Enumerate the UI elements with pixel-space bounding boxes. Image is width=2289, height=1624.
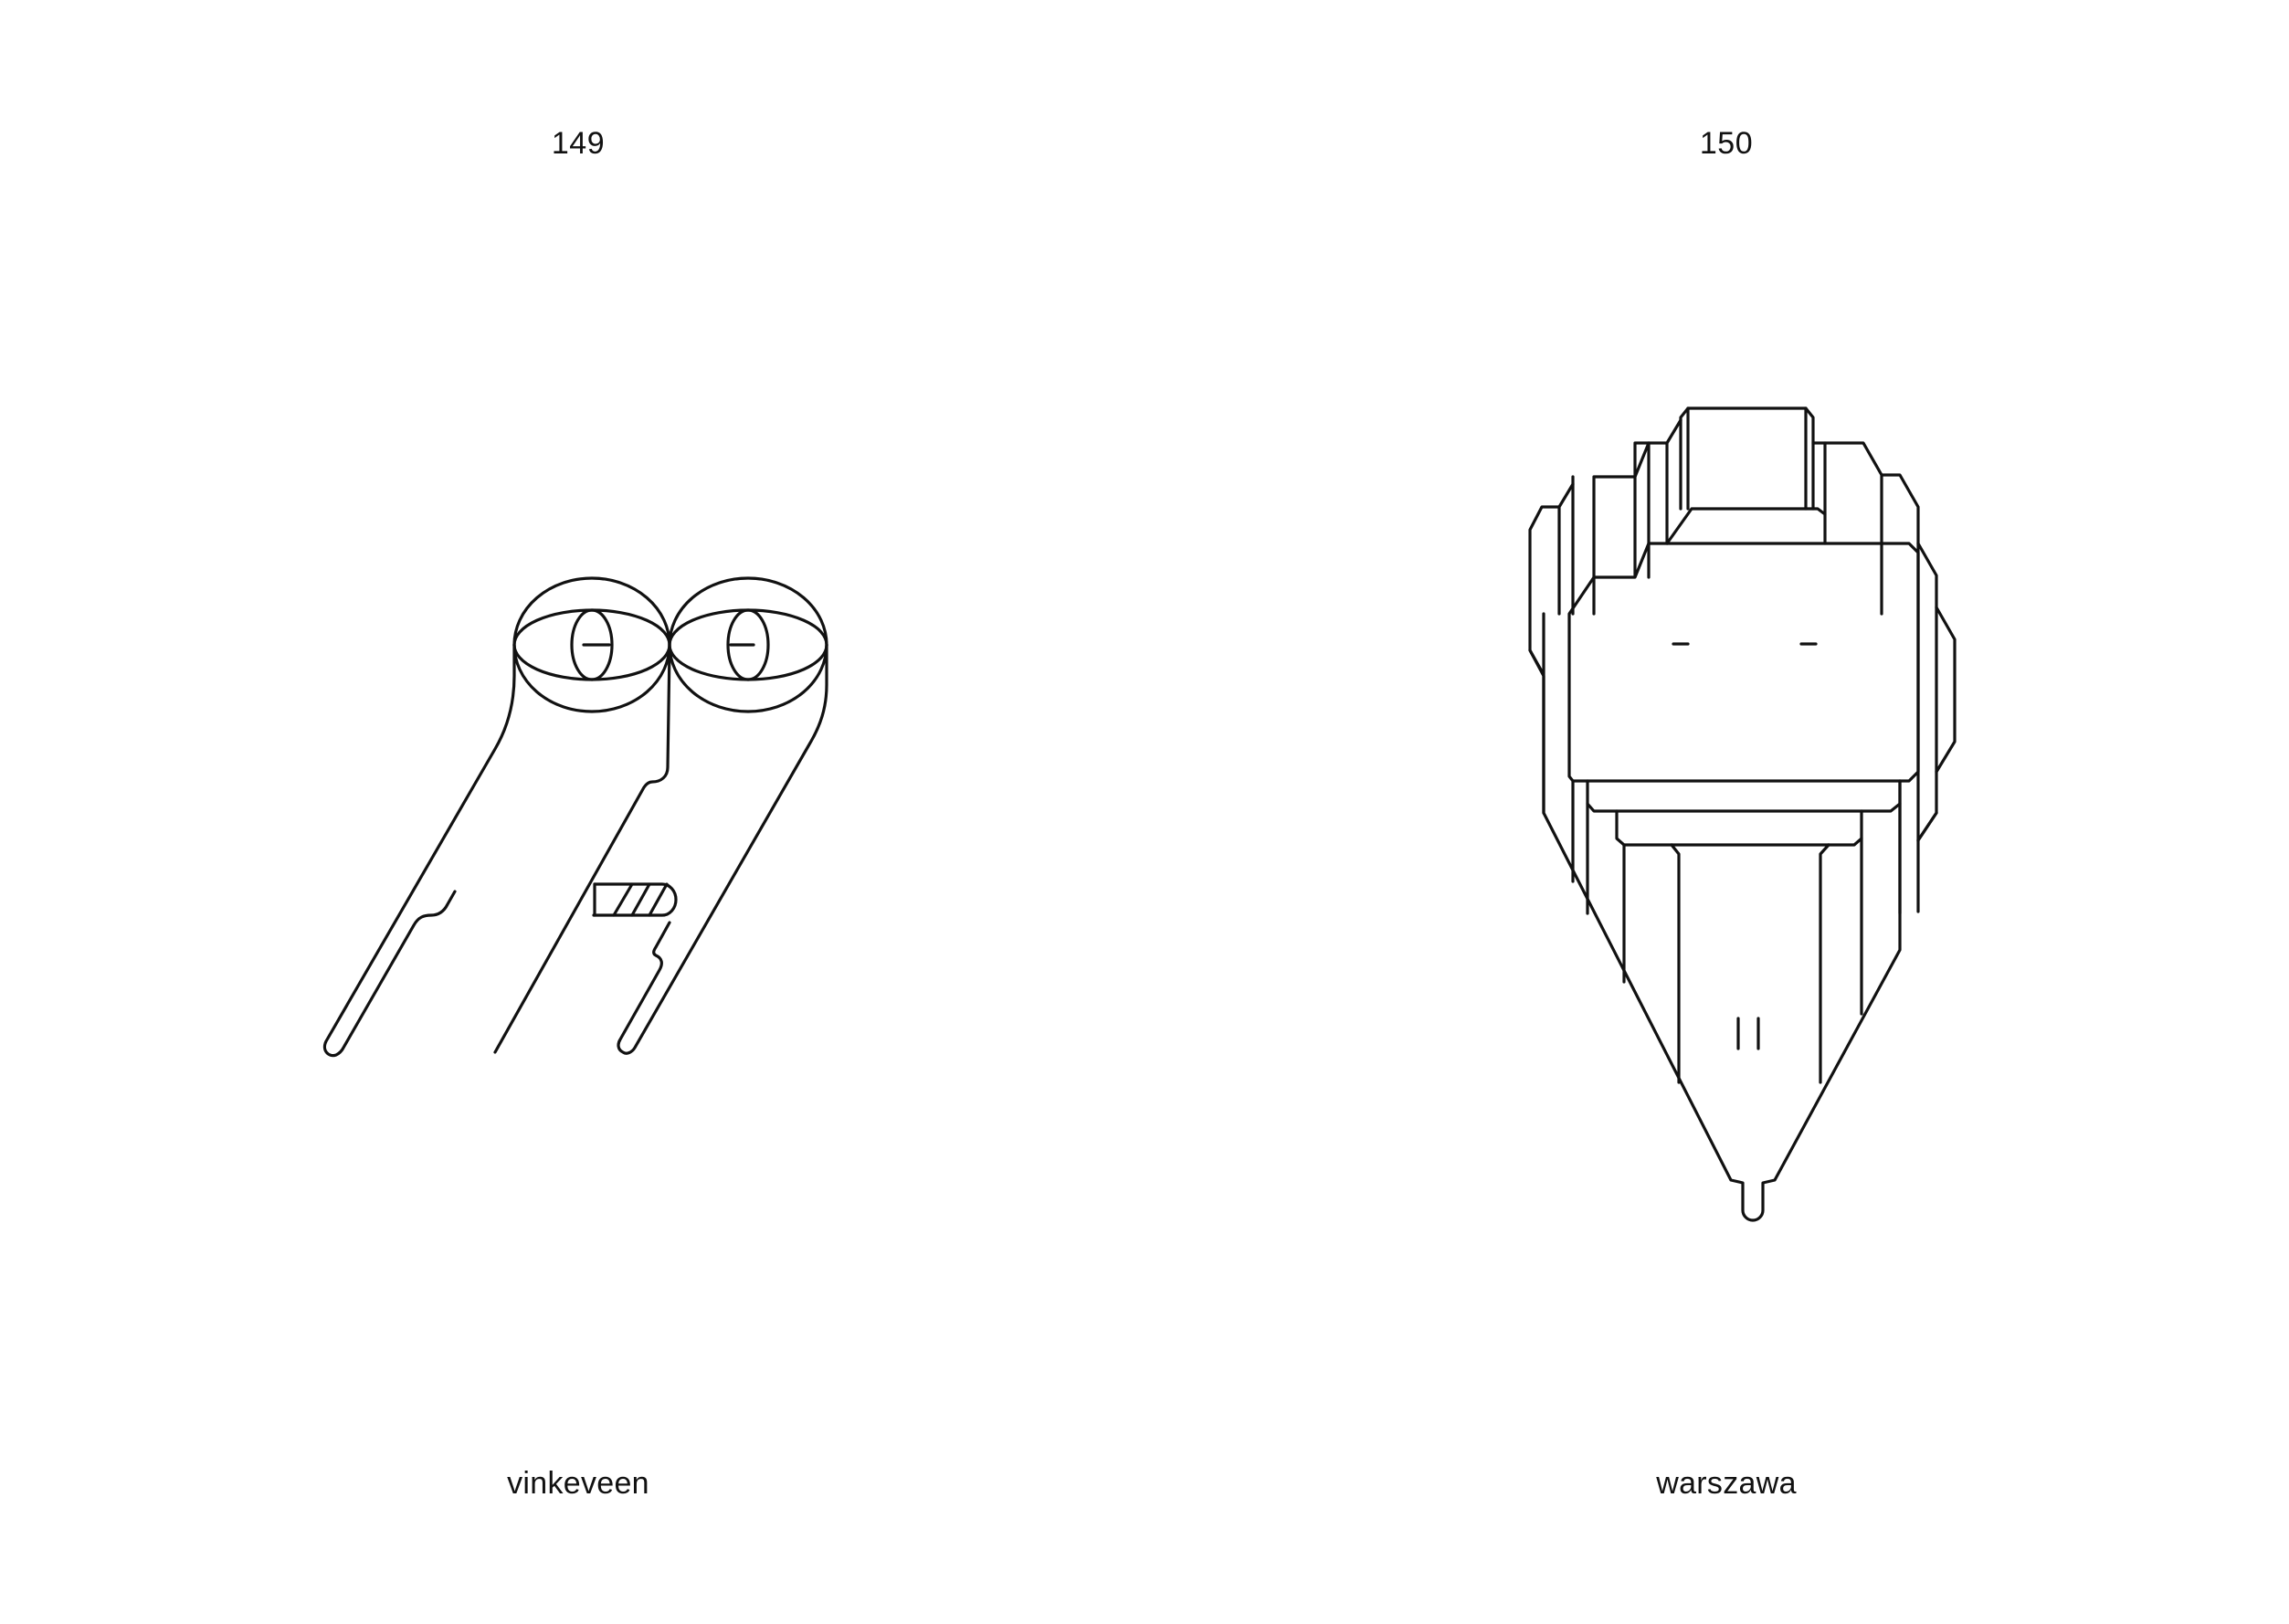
warszawa-figure-icon: [1528, 406, 1957, 1222]
left-page-caption: vinkeveen: [507, 1466, 649, 1501]
right-page-number: 150: [1699, 126, 1754, 161]
right-page-caption: warszawa: [1656, 1466, 1797, 1501]
left-page-number: 149: [551, 126, 606, 161]
vinkeveen-figure-icon: [322, 576, 828, 1058]
